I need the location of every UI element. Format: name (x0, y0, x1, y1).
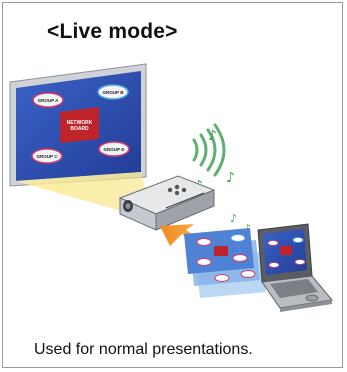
network-board-shape (60, 107, 99, 143)
projector-icon (118, 175, 216, 231)
slides-stack (184, 228, 266, 298)
projection-beam (16, 172, 150, 214)
group-b-oval (97, 84, 129, 100)
network-board-label-1: NETWORK (67, 120, 93, 126)
group-a-label: GROUP A (38, 98, 60, 103)
group-c-label: GROUP C (37, 154, 59, 159)
mode-caption: Used for normal presentations. (34, 341, 253, 358)
group-b-label: GROUP B (103, 90, 125, 95)
group-d-oval (98, 141, 130, 157)
laptop-icon (257, 223, 333, 312)
svg-text:♪: ♪ (226, 170, 235, 186)
group-a-oval (32, 92, 64, 108)
projection-screen: NETWORK BOARD GROUP A GROUP B GROUP C GR… (9, 63, 147, 187)
mode-title: <Live mode> (47, 20, 178, 43)
group-c-oval (31, 148, 63, 164)
group-d-label: GROUP D (104, 147, 126, 152)
network-board-label-2: BOARD (70, 126, 89, 132)
svg-text:♪: ♪ (230, 212, 237, 225)
wireless-signal-icon (192, 123, 226, 177)
svg-text:♪: ♪ (208, 128, 217, 144)
